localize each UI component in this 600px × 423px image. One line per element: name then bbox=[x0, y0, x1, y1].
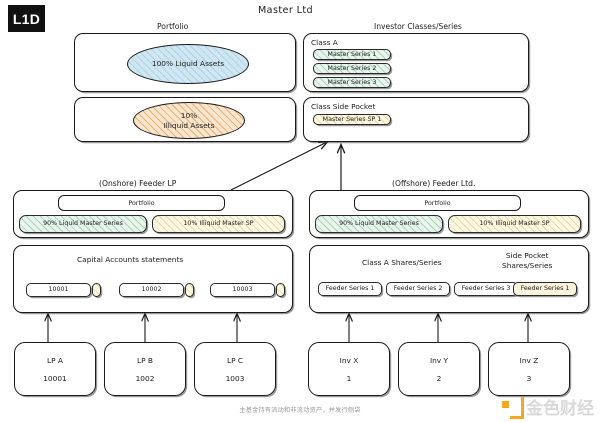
investor-inv-x-name: Inv X bbox=[339, 355, 359, 365]
investor-lp-b-id: 1002 bbox=[135, 373, 155, 383]
capital-account-10002-sp-slice bbox=[185, 283, 194, 297]
figure-caption: 主基金持有流动和非流动资产，并发行侧袋 bbox=[239, 407, 361, 414]
investor-lp-a: LP A 10001 bbox=[14, 342, 96, 396]
investor-lp-a-name: LP A bbox=[47, 355, 63, 365]
investor-lp-a-id: 10001 bbox=[43, 373, 67, 383]
master-series-2: Master Series 2 bbox=[313, 63, 391, 74]
capital-account-10002: 10002 bbox=[119, 283, 194, 297]
master-illiquid-text: Illiquid Assets bbox=[163, 120, 215, 130]
offshore-liquid-bar: 90% Liquid Master Series bbox=[315, 215, 443, 233]
master-ltd-title: Master Ltd bbox=[258, 5, 314, 16]
investor-inv-y-name: Inv Y bbox=[429, 355, 449, 365]
investor-inv-z: Inv Z 3 bbox=[488, 342, 570, 396]
master-portfolio-label: Portfolio bbox=[157, 22, 189, 31]
investor-inv-z-id: 3 bbox=[526, 373, 532, 383]
investor-inv-x-id: 1 bbox=[346, 373, 352, 383]
side-pocket-label-line2: Shares/Series bbox=[502, 260, 553, 270]
onshore-illiquid-bar: 10% Illiquid Master SP bbox=[152, 215, 285, 233]
onshore-capital-accounts-box: Capital Accounts statements 10001 10002 … bbox=[13, 245, 293, 313]
feeder-series-2: Feeder Series 2 bbox=[386, 282, 450, 296]
capital-account-10003: 10003 bbox=[210, 283, 285, 297]
capital-account-10001-value: 10001 bbox=[26, 283, 91, 297]
master-series-sp-1: Master Series SP 1 bbox=[313, 114, 391, 125]
feeder-series-3: Feeder Series 3 bbox=[454, 282, 518, 296]
offshore-portfolio-inner: Portfolio bbox=[354, 195, 521, 211]
investor-lp-c-name: LP C bbox=[226, 355, 244, 365]
onshore-liquid-bar: 90% Liquid Master Series bbox=[19, 215, 147, 233]
investor-inv-x: Inv X 1 bbox=[308, 342, 390, 396]
master-class-a-box: Class A Master Series 1 Master Series 2 … bbox=[303, 33, 529, 92]
capital-account-10003-value: 10003 bbox=[210, 283, 275, 297]
offshore-illiquid-bar: 10% Illiquid Master SP bbox=[448, 215, 581, 233]
l1d-logo: L1D bbox=[8, 5, 45, 32]
investor-lp-c: LP C 1003 bbox=[194, 342, 276, 396]
feeder-series-1: Feeder Series 1 bbox=[318, 282, 382, 296]
capital-account-10001: 10001 bbox=[26, 283, 101, 297]
investor-inv-y: Inv Y 2 bbox=[398, 342, 480, 396]
offshore-feeder-title: (Offshore) Feeder Ltd. bbox=[392, 179, 476, 188]
master-illiquid-pct: 10% bbox=[180, 111, 198, 121]
investor-classes-label: Investor Classes/Series bbox=[374, 22, 462, 31]
feeder-series-sp-1: Feeder Series 1 bbox=[513, 282, 577, 296]
offshore-side-pocket-label: Side Pocket Shares/Series bbox=[502, 251, 552, 271]
capital-account-10001-sp-slice bbox=[92, 283, 101, 297]
master-liquid-assets-ellipse: 100% Liquid Assets bbox=[127, 44, 249, 84]
class-side-pocket-label: Class Side Pocket bbox=[311, 102, 376, 111]
capital-account-10003-sp-slice bbox=[276, 283, 285, 297]
side-pocket-label-line1: Side Pocket bbox=[505, 251, 549, 260]
capital-account-10002-value: 10002 bbox=[119, 283, 184, 297]
master-liquid-portfolio-box: 100% Liquid Assets bbox=[74, 33, 296, 92]
onshore-portfolio-inner: Portfolio bbox=[58, 195, 225, 211]
watermark: 金色财经 bbox=[502, 394, 594, 419]
watermark-text: 金色财经 bbox=[526, 399, 594, 419]
onshore-feeder-title: (Onshore) Feeder LP bbox=[99, 179, 177, 188]
capital-accounts-label: Capital Accounts statements bbox=[77, 255, 184, 264]
master-class-side-pocket-box: Class Side Pocket Master Series SP 1 bbox=[303, 97, 529, 142]
onshore-portfolio-box: Portfolio 90% Liquid Master Series 10% I… bbox=[13, 190, 293, 238]
master-illiquid-portfolio-box: 10% Illiquid Assets bbox=[74, 97, 296, 142]
investor-lp-b-name: LP B bbox=[137, 355, 153, 365]
class-a-label: Class A bbox=[311, 38, 338, 47]
watermark-logo-icon bbox=[502, 396, 524, 419]
investor-lp-b: LP B 1002 bbox=[104, 342, 186, 396]
offshore-class-a-label: Class A Shares/Series bbox=[362, 258, 442, 267]
onshore-portfolio-label: Portfolio bbox=[128, 199, 155, 207]
master-series-3: Master Series 3 bbox=[313, 77, 391, 88]
master-series-1: Master Series 1 bbox=[313, 49, 391, 60]
offshore-portfolio-box: Portfolio 90% Liquid Master Series 10% I… bbox=[309, 190, 589, 238]
investor-lp-c-id: 1003 bbox=[225, 373, 245, 383]
investor-inv-z-name: Inv Z bbox=[519, 355, 539, 365]
master-illiquid-assets-ellipse: 10% Illiquid Assets bbox=[133, 102, 245, 139]
offshore-shares-box: Class A Shares/Series Side Pocket Shares… bbox=[309, 245, 589, 313]
offshore-portfolio-label: Portfolio bbox=[424, 199, 451, 207]
investor-inv-y-id: 2 bbox=[436, 373, 442, 383]
